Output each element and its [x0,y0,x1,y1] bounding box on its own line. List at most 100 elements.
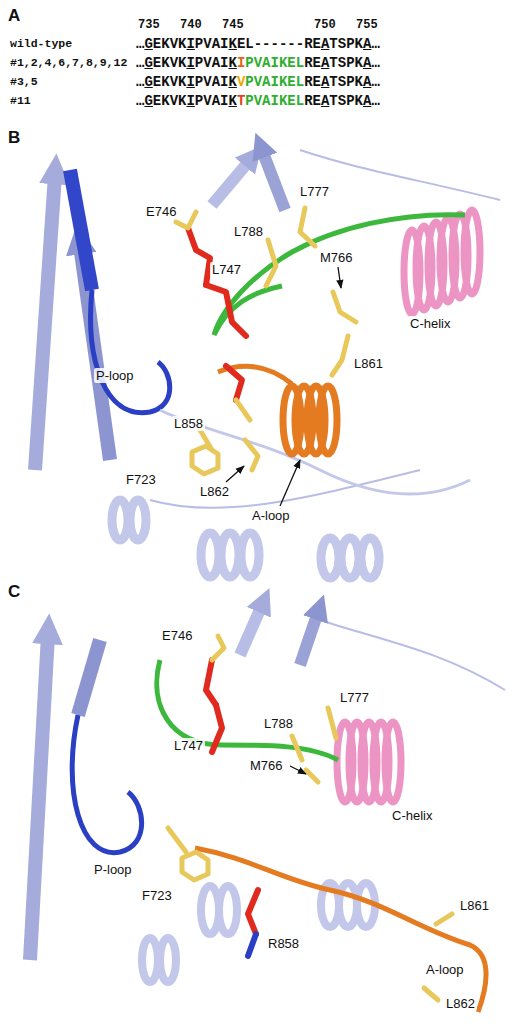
residue-label: F723 [140,888,174,903]
structure-shape [112,500,379,578]
structure-shape [188,228,210,285]
structure-shape [226,366,242,400]
residue-label: L747 [210,262,243,277]
structure-shape [319,386,337,454]
residue-label: E746 [160,628,194,643]
panel-c-structure [30,605,505,1012]
structure-shape [236,400,250,420]
structure-shape [262,150,285,210]
residue-label: L788 [232,224,265,239]
structure-shape [160,938,176,982]
residue-number: 755 [356,18,378,32]
structure-shape [182,852,208,880]
structure-shape [30,635,48,960]
sequence-name: #11 [10,93,31,109]
structure-shape [72,715,141,853]
structure-shape [150,470,420,508]
structure-shape [306,770,318,782]
structure-shape [332,336,348,375]
structure-shape [221,533,239,577]
sequence-name: wild-type [10,36,72,52]
structure-shape [320,620,505,690]
panel-letter: A [8,6,20,26]
residue-label: R858 [266,936,301,951]
region-label: C-helix [408,316,452,331]
structure-shape [404,210,480,314]
structure-shape [436,914,452,924]
structure-shape [206,660,216,705]
structure-shape [280,460,300,506]
residue-number: 750 [314,18,336,32]
residue-number: 745 [222,18,244,32]
residue-label: L861 [458,898,491,913]
structure-shape [464,210,480,294]
residue-label: L862 [444,996,477,1011]
structure-shape [201,533,219,577]
structure-shape [424,988,438,1000]
panel-letter: C [8,582,20,602]
structure-shape [337,722,401,802]
sequence-name: #3,5 [10,74,38,90]
structure-shape [188,228,246,400]
structure-shape [361,538,379,578]
structure-shape [341,538,359,578]
panel-letter: B [8,128,20,148]
residue-label: M766 [248,758,285,773]
structure-shape [168,636,452,1000]
structure-shape [130,500,146,540]
residue-label: L862 [198,484,231,499]
panel-b-structure [35,150,500,578]
structure-shape [212,705,222,752]
sequence: …GEKVKIPVAIKEL------REATSPKA… [136,36,380,52]
structure-shape [240,605,262,655]
structure-shape [168,828,186,852]
structure-shape [226,267,341,506]
structure-shape [91,290,170,413]
residue-label: L777 [298,184,331,199]
structure-shape [195,848,486,1012]
residue-label: L747 [172,738,205,753]
residue-label: M766 [318,250,355,265]
region-label: P-loop [92,862,134,877]
structure-shape [300,208,315,246]
structure-shape [206,660,258,934]
residue-label: L777 [338,690,371,705]
structure-shape [78,640,100,715]
structure-shape [266,240,276,286]
residue-label: L861 [352,356,385,371]
structure-shape [245,440,258,470]
structure-shape [290,766,306,774]
structure-shape [338,267,341,288]
residue-number: 735 [138,18,160,32]
structure-shape [226,466,244,482]
structure-shape [142,938,158,982]
structure-shape [176,212,196,228]
structure-shape [142,883,375,982]
structure-shape [283,386,337,454]
structure-shape [328,708,336,738]
region-label: A-loop [250,508,292,523]
residue-number: 740 [180,18,202,32]
structure-shape [321,538,339,578]
structure-shape [157,660,338,760]
residue-label: L858 [172,416,205,431]
region-label: A-loop [424,962,466,977]
structure-shape [248,890,258,934]
residue-label: E746 [144,204,178,219]
sequence: …GEKVKIPVAIKTPVAIKELREATSPKA… [136,93,380,109]
structure-shape [150,150,500,508]
region-label: P-loop [94,368,136,383]
structure-shape [35,175,55,470]
structure-shape [333,292,356,322]
structure-shape [212,636,224,660]
structure-shape [385,722,401,802]
sequence: …GEKVKIPVAIKIPVAIKELREATSPKA… [136,55,380,71]
structure-shape [176,208,356,474]
structure-shape [292,736,302,760]
structure-shape [219,886,237,934]
structure-shape [214,215,465,335]
structure-shape [300,612,318,665]
structure-shape [192,446,218,474]
sequence-name: #1,2,4,6,7,8,9,12 [10,55,127,71]
